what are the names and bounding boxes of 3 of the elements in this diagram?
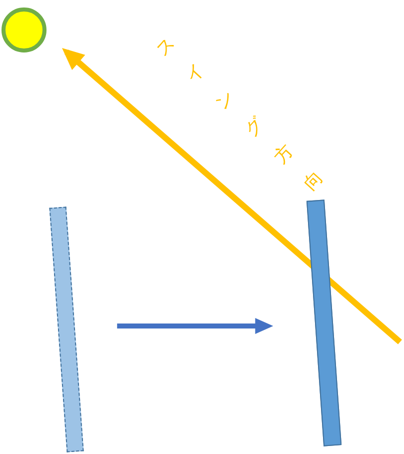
direction-label: スイング方向 [150, 32, 329, 197]
sun-icon [0, 7, 46, 53]
arrow [117, 318, 274, 334]
